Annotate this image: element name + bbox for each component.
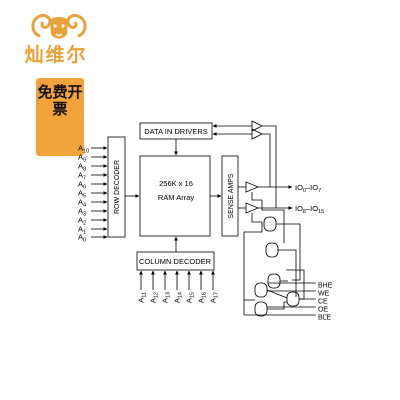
control-input-label: BHE — [318, 283, 333, 290]
row-decoder-block — [107, 136, 126, 238]
address-input-label: A10 — [78, 144, 89, 155]
row-decoder-label: ROW DECODER — [114, 160, 121, 214]
ram-array-size-label: 256K x 16 — [159, 179, 193, 188]
control-input-label: OE — [318, 307, 328, 314]
address-input-label: A3 — [78, 207, 86, 218]
sense-amps-label: SENSE AMPS — [228, 173, 235, 218]
ram-array-label: RAM Array — [158, 193, 195, 202]
column-decoder-block — [136, 251, 215, 271]
address-input-label: A13 — [161, 292, 172, 303]
address-input-label: A15 — [185, 292, 196, 303]
address-input-label: A16 — [197, 292, 208, 303]
address-input-label: A8 — [78, 162, 86, 173]
promo-badge: 免费开票 — [36, 78, 84, 156]
brand-name: 灿维尔 — [24, 44, 88, 66]
promo-badge-text: 免费开票 — [37, 83, 83, 118]
address-input-label: A6 — [78, 180, 86, 191]
address-input-label: A0 — [78, 233, 86, 244]
address-input-label: A12 — [149, 292, 160, 303]
data-in-drivers-label: DATA IN DRIVERS — [144, 127, 207, 136]
sense-amps-block — [221, 155, 239, 237]
control-input-label: CE — [318, 299, 328, 306]
control-input-label: WE — [318, 291, 330, 298]
io-output-label: IO0–IO7 — [295, 183, 321, 194]
address-input-label: A4 — [78, 198, 86, 209]
ram-head-logo-icon — [31, 13, 87, 39]
address-input-label: A7 — [78, 171, 86, 182]
address-input-label: A14 — [173, 292, 184, 303]
address-input-label: A11 — [137, 292, 148, 303]
address-input-label: A9 — [78, 153, 86, 164]
column-decoder-label: COLUMN DECODER — [139, 257, 212, 266]
brand-logo — [10, 6, 108, 72]
io-output-label: IO8–IO15 — [295, 204, 324, 215]
address-input-label: A17 — [209, 292, 220, 303]
address-input-label: A5 — [78, 189, 86, 200]
control-input-label: BLE — [318, 315, 332, 322]
address-input-label: A1 — [78, 225, 86, 236]
address-input-label: A2 — [78, 216, 86, 227]
